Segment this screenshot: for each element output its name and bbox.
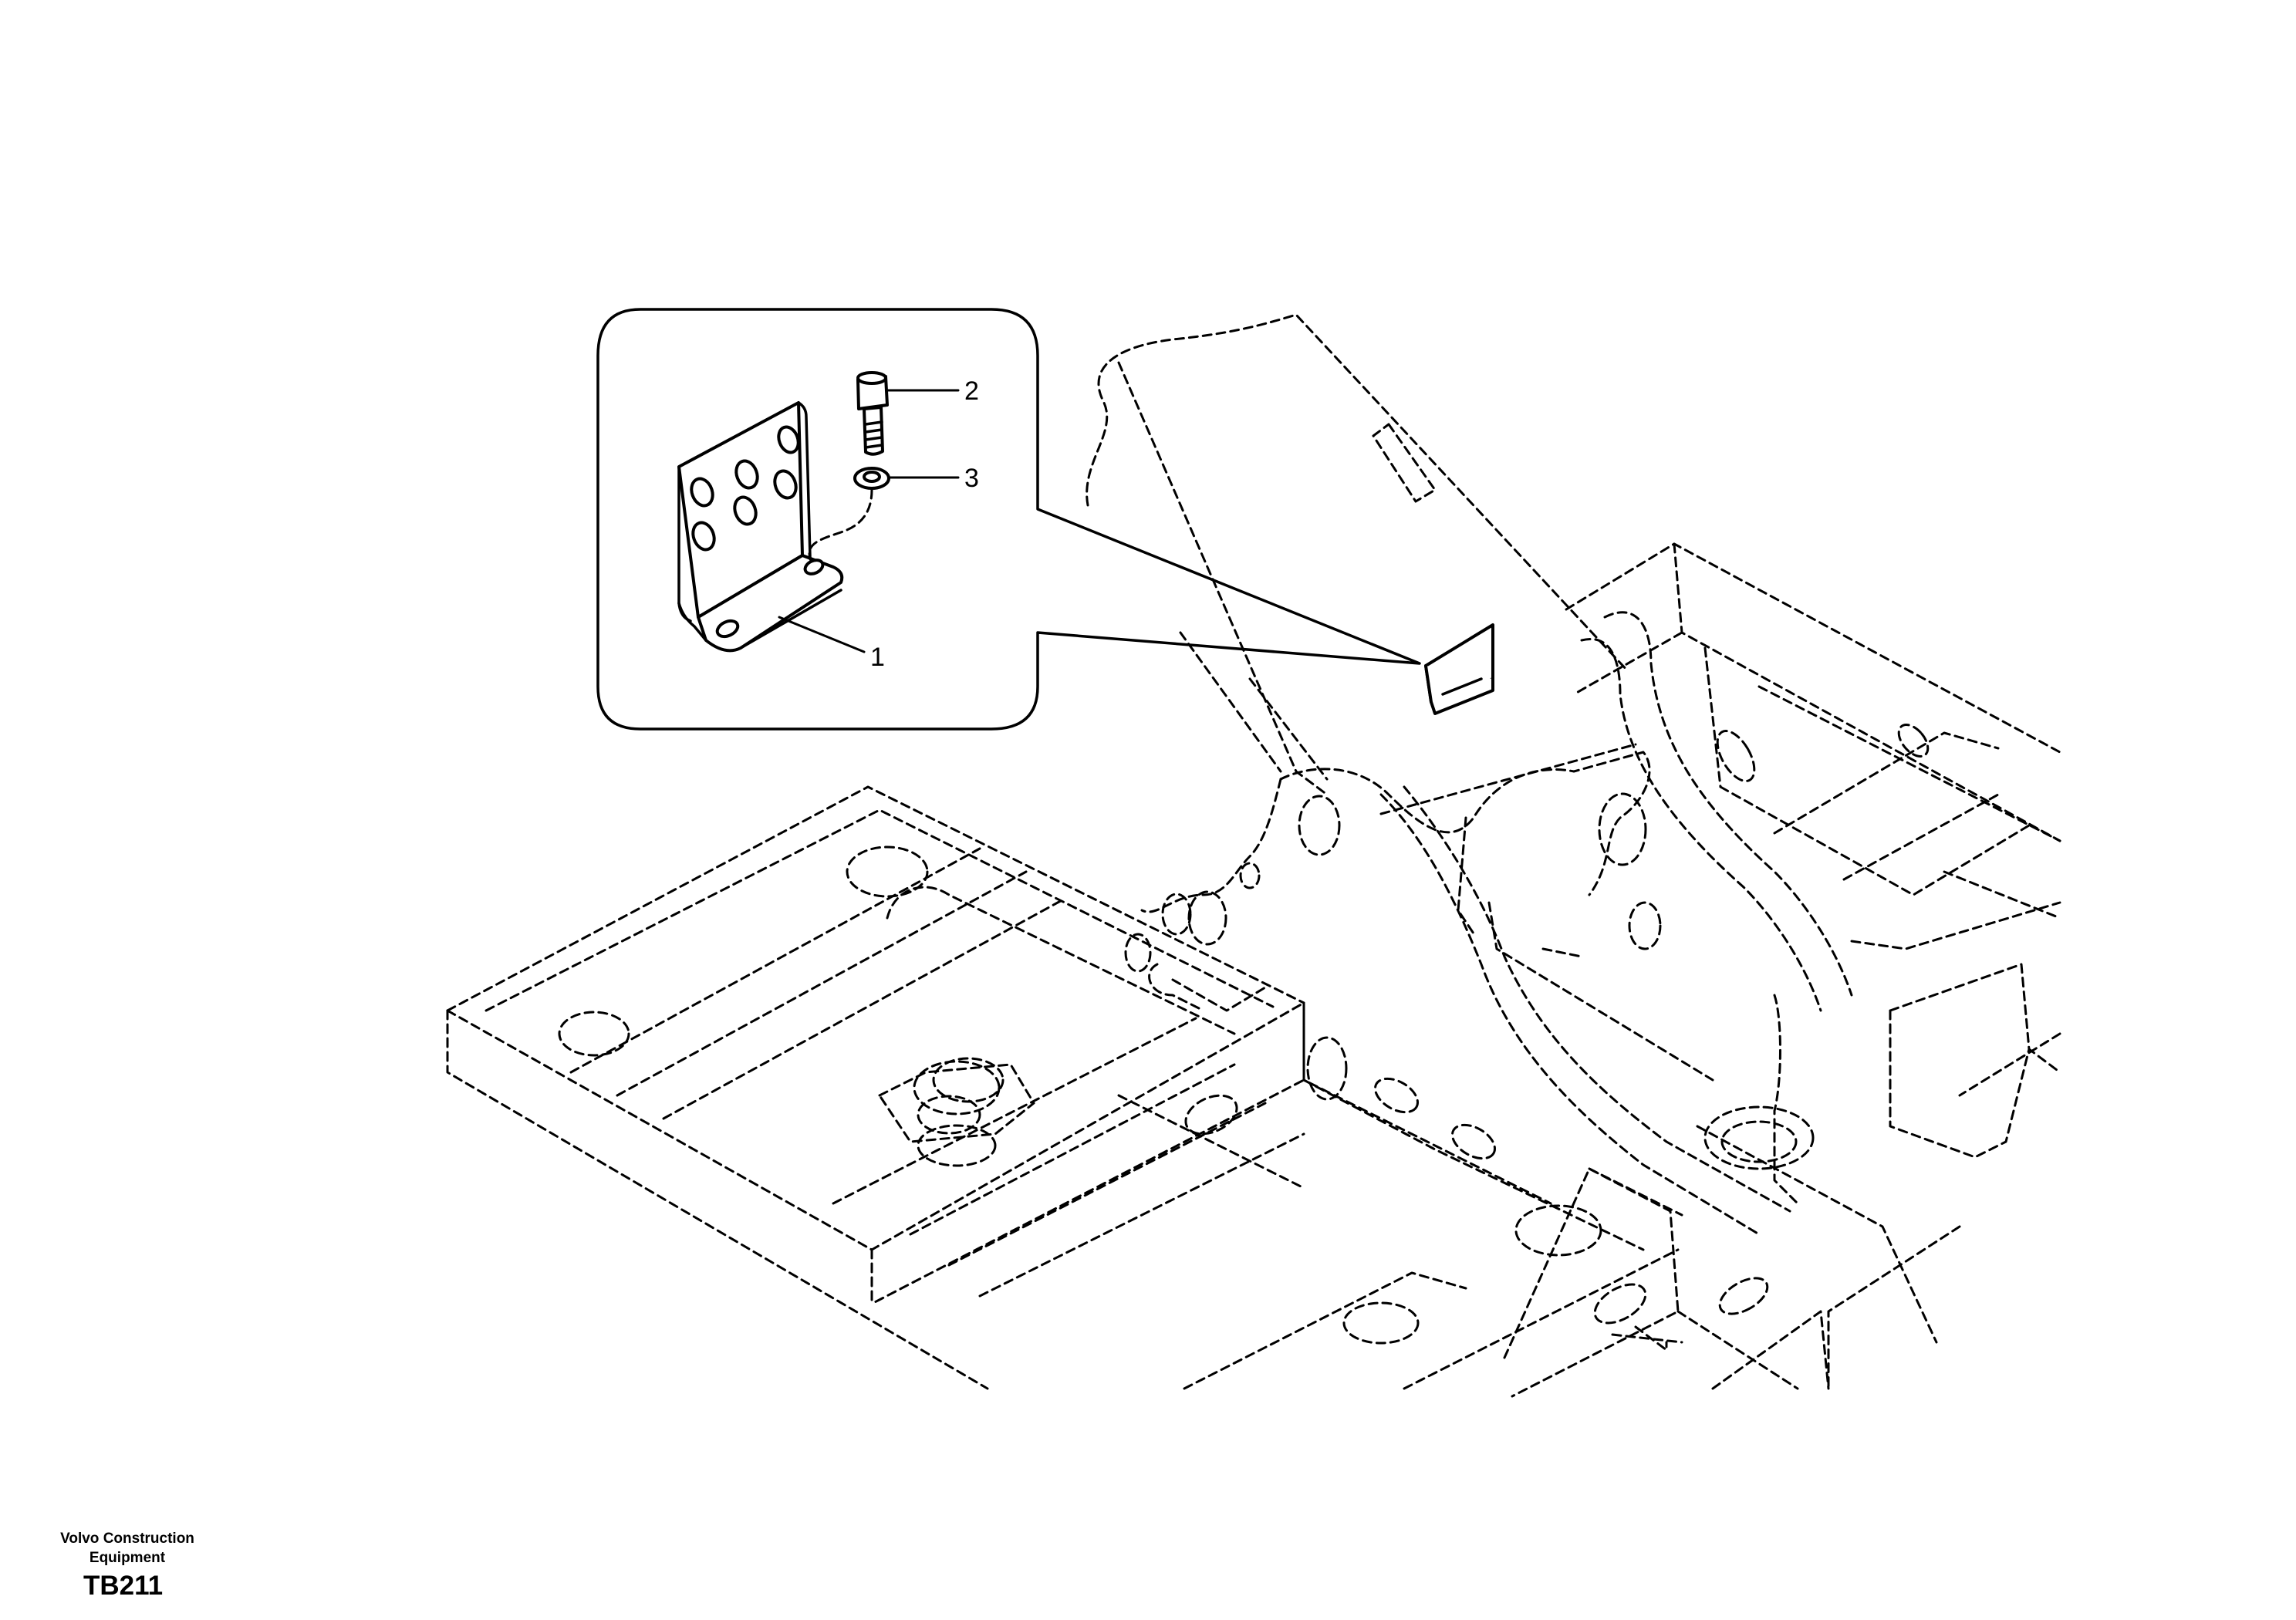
company-line-1: Volvo Construction (60, 1531, 194, 1547)
callout-number-3: 3 (964, 464, 979, 493)
machine-frame-outline (446, 313, 2061, 1398)
bracket-part (677, 401, 844, 653)
leader-lines (778, 389, 960, 653)
bracket-location-marker (1424, 623, 1494, 715)
assembly-path (808, 488, 873, 561)
callout-number-1: 1 (870, 643, 885, 672)
washer-part (853, 467, 890, 490)
bolt-part (856, 371, 889, 456)
detail-zoom-callout (596, 308, 1421, 731)
figure-code: TB211 (83, 1571, 164, 1601)
company-label: Volvo Construction Equipment (31, 1529, 224, 1568)
callout-number-2: 2 (964, 376, 979, 406)
company-line-2: Equipment (89, 1550, 166, 1566)
